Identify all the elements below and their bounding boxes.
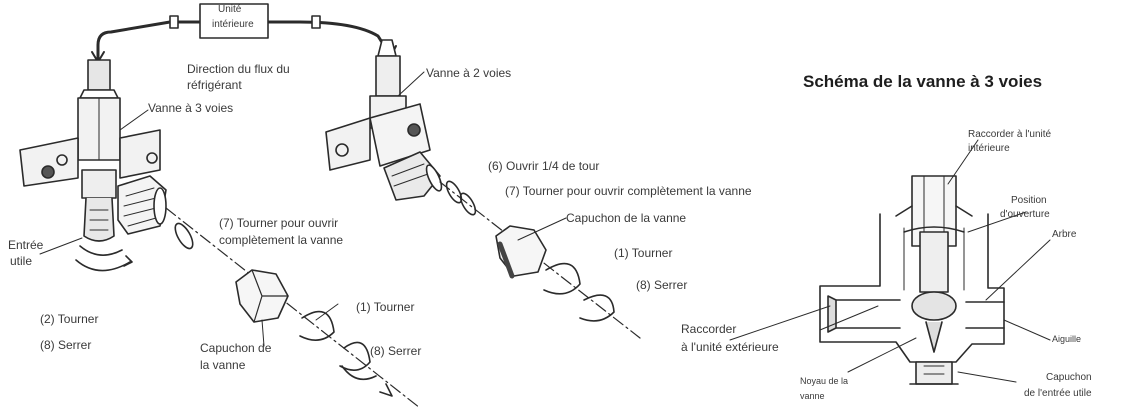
right-assembly-axis xyxy=(439,180,641,339)
service-inlet-label-2: utile xyxy=(10,254,33,268)
right-valve-cap-label: Capuchon de la vanne xyxy=(566,211,687,225)
service-inlet-label-1: Entrée xyxy=(8,238,44,252)
three-way-valve-label: Vanne à 3 voies xyxy=(148,101,234,115)
valve-core-label-1: Noyau de la xyxy=(800,376,849,386)
three-way-valve xyxy=(19,59,167,272)
left-tighten-8-label: (8) Serrer xyxy=(40,338,92,352)
open-position-label-2: d'ouverture xyxy=(1000,209,1050,220)
left-turn-2-label: (2) Tourner xyxy=(40,312,99,326)
refrigerant-pipe xyxy=(91,15,397,63)
left-turn-open-7-label-2: complètement la vanne xyxy=(219,233,344,247)
left-valve-cap-label-1: Capuchon de xyxy=(200,341,272,355)
connect-indoor-label-2: intérieure xyxy=(968,143,1010,154)
right-turn-1-label: (1) Tourner xyxy=(614,246,673,260)
two-way-valve-label: Vanne à 2 voies xyxy=(426,66,512,80)
service-cap-label-2: de l'entrée utile xyxy=(1024,388,1092,399)
flow-direction-label-2: réfrigérant xyxy=(187,78,242,92)
connect-indoor-label-1: Raccorder à l'unité xyxy=(968,129,1052,140)
three-way-valve-cross-section xyxy=(729,139,1051,385)
open-position-label-1: Position xyxy=(1011,195,1047,206)
left-turn-1-label: (1) Tourner xyxy=(356,300,415,314)
left-valve-cap xyxy=(235,269,289,323)
connect-outdoor-label-2: à l'unité extérieure xyxy=(681,340,779,354)
left-valve-cap-label-2: la vanne xyxy=(200,358,246,372)
left-assembly-axis xyxy=(165,207,421,409)
right-turn-open-7-label: (7) Tourner pour ouvrir complètement la … xyxy=(505,184,752,198)
two-way-valve xyxy=(325,39,443,201)
left-tighten-8b-label: (8) Serrer xyxy=(370,344,422,358)
shaft-label: Arbre xyxy=(1052,229,1077,240)
indoor-unit-box xyxy=(199,3,269,39)
leader-lines xyxy=(39,71,567,347)
schematic-title: Schéma de la vanne à 3 voies xyxy=(803,72,1043,91)
left-turn-open-7-label-1: (7) Tourner pour ouvrir xyxy=(219,216,339,230)
right-tighten-8-label: (8) Serrer xyxy=(636,278,688,292)
indoor-unit-label-1: Unité xyxy=(218,4,242,15)
right-open-quarter-6-label: (6) Ouvrir 1/4 de tour xyxy=(488,159,600,173)
right-valve-cap xyxy=(495,225,547,279)
valve-core-label-2: vanne xyxy=(800,391,825,401)
indoor-unit-label-2: intérieure xyxy=(212,19,254,30)
service-cap-label-1: Capuchon xyxy=(1046,372,1092,383)
needle-label: Aiguille xyxy=(1052,334,1082,344)
flow-direction-label-1: Direction du flux du xyxy=(187,62,290,76)
connect-outdoor-label-1: Raccorder xyxy=(681,322,737,336)
